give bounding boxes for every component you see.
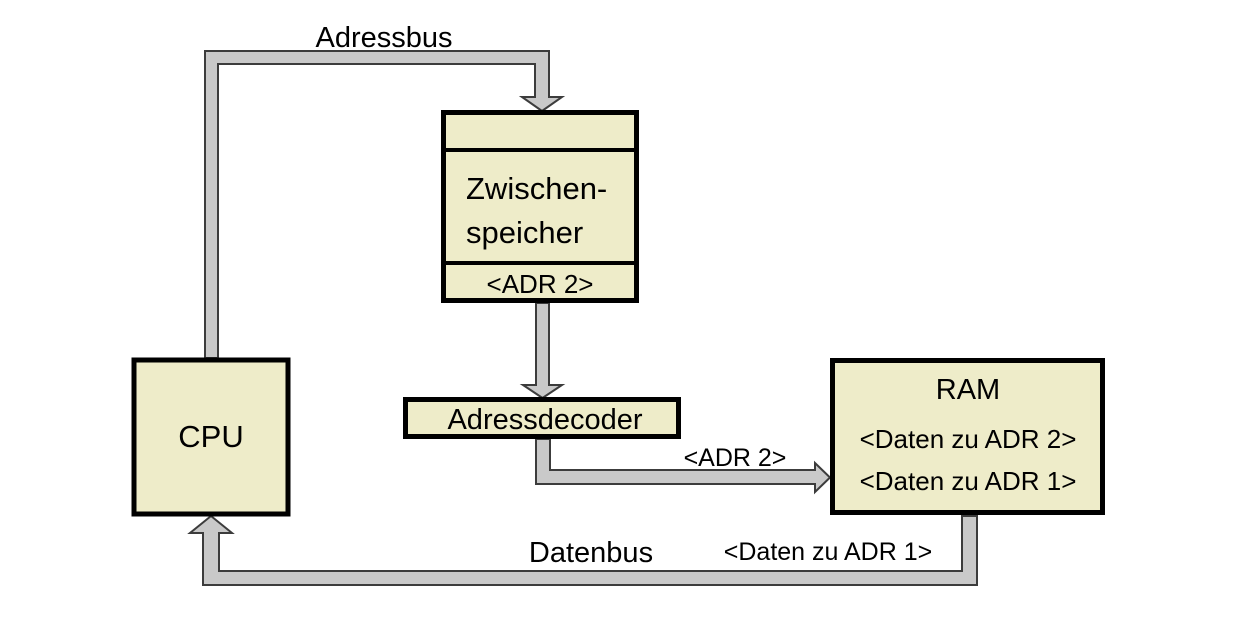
adressdecoder-to-ram-pipe [535,438,832,495]
ram-entry-adr2: <Daten zu ADR 2> [860,424,1077,454]
zwischenspeicher-register-value: <ADR 2> [487,269,594,299]
zwischenspeicher-box [441,110,639,303]
bus-layer [187,50,978,586]
ram-box [830,358,1105,515]
adressbus-pipe [204,50,566,359]
adressdecoder-box [403,397,681,439]
daten-zu-adr1-bus-label: <Daten zu ADR 1> [724,538,932,566]
datenbus-pipe [187,514,978,586]
ram-entry-adr1: <Daten zu ADR 1> [860,466,1077,496]
zwischenspeicher-to-adressdecoder-pipe [519,302,566,400]
adr2-bus-label: <ADR 2> [684,444,787,472]
ram-label: RAM [936,374,1000,406]
datenbus-label: Datenbus [529,537,653,569]
cpu-label: CPU [178,419,243,454]
node-layer: CPU Zwischen- speicher <ADR 2> Adressdec… [131,110,1105,517]
adressbus-label: Adressbus [315,22,452,54]
zwischenspeicher-label-line2: speicher [466,215,583,250]
cpu-box [131,357,291,517]
bus-label-layer: Adressbus <ADR 2> Datenbus <Daten zu ADR… [315,22,932,569]
zwischenspeicher-label-line1: Zwischen- [466,171,607,206]
adressdecoder-label: Adressdecoder [447,404,642,436]
